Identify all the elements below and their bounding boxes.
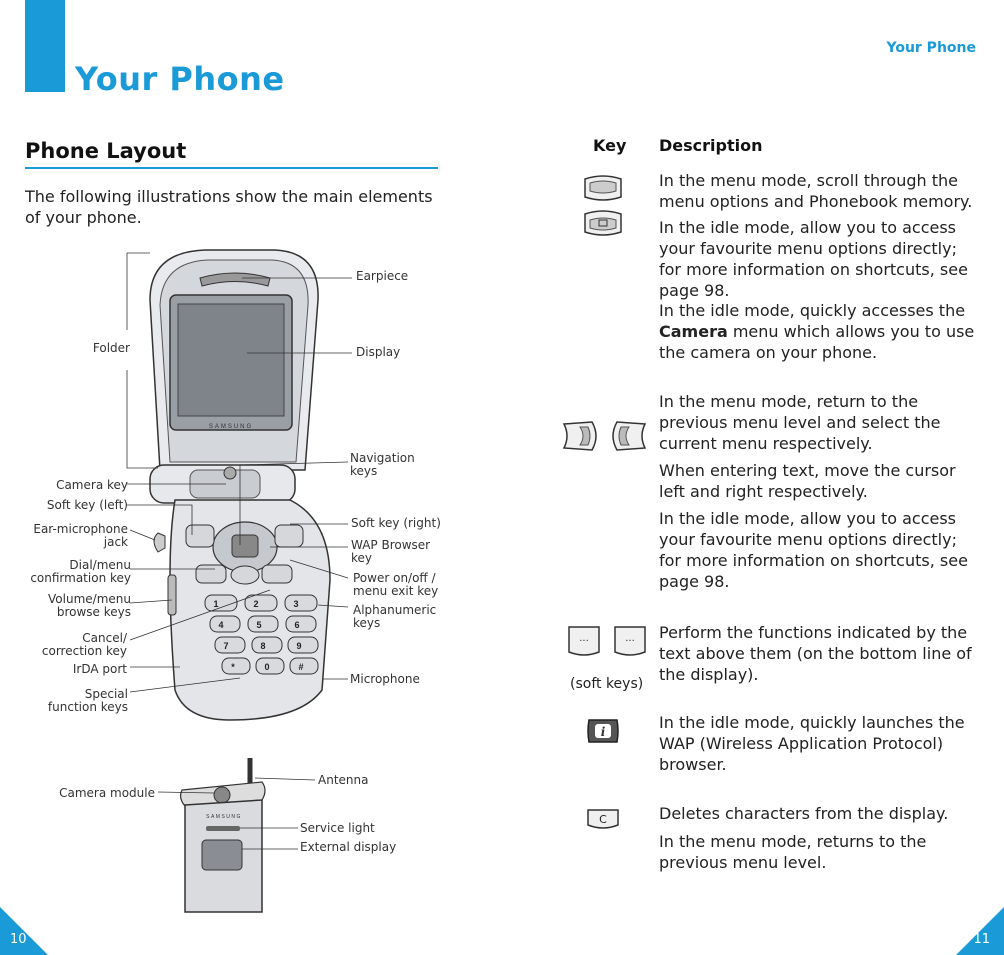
ear-microphone-jack [153,532,166,553]
wap-key-icon: i [587,719,619,743]
svg-text:7: 7 [223,641,228,651]
camera-module [213,786,231,804]
chapter-title: Your Phone [75,60,285,98]
svg-text:*: * [231,662,235,672]
section-rule [25,167,438,169]
page-number-left: 10 [10,932,27,947]
svg-text:0: 0 [264,662,269,672]
svg-text:SAMSUNG: SAMSUNG [206,814,242,820]
intro-paragraph: The following illustrations show the mai… [25,187,433,227]
phone-brand-text: SAMSUNG [209,424,253,430]
callout-irda-port: IrDA port [72,662,127,676]
nav-right-key-icon [612,421,647,451]
callout-power-menu-exit-key: Power on/off / menu exit key [353,571,439,598]
desc-c-key-2: In the menu mode, returns to the previou… [659,832,927,872]
nav-left-key-icon [562,421,597,451]
desc-nav-up-down-3: In the idle mode, quickly accesses the C… [659,301,975,362]
svg-text:...: ... [579,633,589,644]
svg-text:i: i [601,725,606,739]
svg-text:8: 8 [260,641,265,651]
callout-soft-key-left: Soft key (left) [46,498,128,512]
earpiece [199,272,271,287]
clear-key-icon: C [587,809,619,829]
desc-nav-up-down-2: In the idle mode, allow you to access yo… [659,218,968,300]
svg-text:...: ... [625,633,635,644]
callout-external-display: External display [300,840,397,854]
svg-text:3: 3 [293,599,298,609]
callout-service-light: Service light [300,821,375,835]
external-display [201,839,243,871]
soft-keys-label: (soft keys) [570,676,644,692]
callout-camera-module: Camera module [59,786,155,800]
camera-key-shape [223,466,237,480]
callout-ear-microphone-jack: Ear-microphone jack [33,522,128,549]
desc-wap-key: In the idle mode, quickly launches the W… [659,713,965,774]
soft-key-left-icon: ... [568,626,600,656]
svg-text:4: 4 [218,620,223,630]
desc-nav-left-right-1: In the menu mode, return to the previous… [659,392,941,453]
callout-cancel-correction-key: Cancel/ correction key [41,631,127,658]
column-header-description: Description [659,136,763,155]
phone-closed-illustration: SAMSUNG [179,758,266,913]
chapter-accent-bar [25,0,65,92]
desc-nav-up-down-1: In the menu mode, scroll through the men… [659,171,973,211]
callout-volume-menu-browse-keys: Volume/menu browse keys [48,592,131,619]
callout-alphanumeric-keys: Alphanumeric keys [353,603,437,630]
volume-keys [167,574,177,616]
svg-text:6: 6 [294,620,299,630]
svg-text:2: 2 [253,599,258,609]
desc-soft-keys: Perform the functions indicated by the t… [659,623,972,684]
svg-text:1: 1 [213,599,218,609]
section-title: Phone Layout [25,139,187,163]
svg-text:9: 9 [296,641,301,651]
desc-nav-left-right-2: When entering text, move the cursor left… [659,461,956,501]
page-corner-right [956,907,1004,955]
callout-antenna: Antenna [318,773,369,787]
callout-soft-key-right: Soft key (right) [351,516,441,530]
svg-text:5: 5 [256,620,261,630]
wap-key-shape [231,534,259,558]
running-head: Your Phone [886,40,976,56]
callout-folder: Folder [92,341,130,355]
page-number-right: 11 [973,932,990,947]
column-header-key: Key [593,136,627,155]
soft-key-right-icon: ... [614,626,646,656]
callout-dial-menu-confirmation-key: Dial/menu confirmation key [30,558,131,585]
desc-nav-left-right-3: In the idle mode, allow you to access yo… [659,509,968,591]
callout-earpiece: Earpiece [356,269,409,283]
service-light [206,826,240,831]
nav-up-key-icon [584,175,622,201]
svg-text:#: # [298,662,303,672]
alphanumeric-keypad [204,594,319,675]
nav-down-camera-key-icon [584,210,622,236]
callout-wap-browser-key: WAP Browser key [351,538,431,565]
desc-c-key-1: Deletes characters from the display. [659,804,949,823]
page-corner-left [0,907,48,955]
callout-special-function-keys: Special function keys [47,687,128,714]
callout-navigation-keys: Navigation keys [350,451,415,478]
callout-microphone: Microphone [350,672,420,686]
svg-text:C: C [599,813,607,826]
callout-display: Display [356,345,401,359]
callout-camera-key: Camera key [56,478,128,492]
